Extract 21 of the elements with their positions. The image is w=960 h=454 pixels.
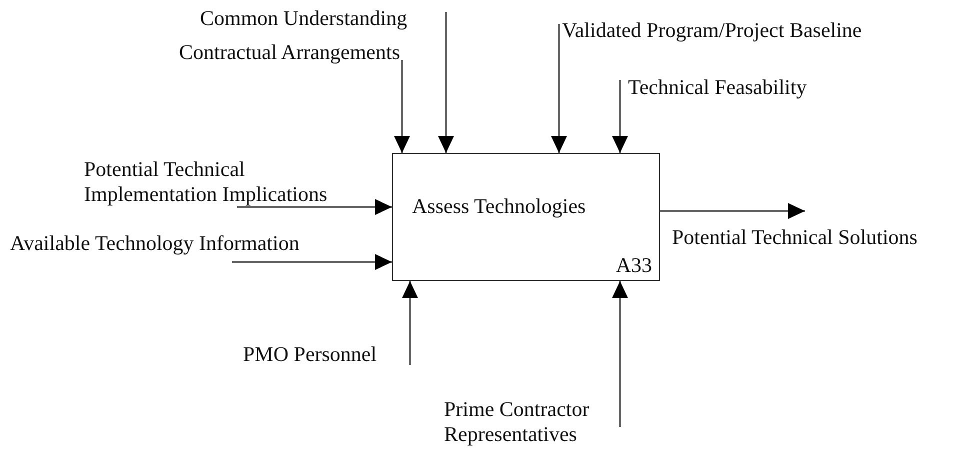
node-number: A33 xyxy=(616,253,652,278)
arrow-label: Technical Feasability xyxy=(628,75,807,100)
arrow xyxy=(660,203,805,219)
arrow xyxy=(438,12,454,153)
arrow-label: Prime Contractor Representatives xyxy=(444,397,624,447)
arrow-label: Potential Technical Solutions xyxy=(672,225,918,250)
function-box xyxy=(392,153,660,281)
arrow-label: PMO Personnel xyxy=(243,342,377,367)
function-name: Assess Technologies xyxy=(412,194,586,219)
arrow-label: Potential Technical Implementation Implications xyxy=(84,157,374,207)
arrow xyxy=(232,254,392,270)
arrow-label: Validated Program/Project Baseline xyxy=(562,18,862,43)
arrow xyxy=(237,199,392,215)
arrow xyxy=(612,80,628,153)
arrow xyxy=(612,281,628,427)
arrow-label: Contractual Arrangements xyxy=(179,40,400,65)
arrow-label: Common Understanding xyxy=(200,6,442,31)
arrow xyxy=(394,60,410,153)
arrow xyxy=(551,24,567,153)
arrow-label: Available Technology Information xyxy=(10,231,300,256)
arrow xyxy=(402,281,418,365)
